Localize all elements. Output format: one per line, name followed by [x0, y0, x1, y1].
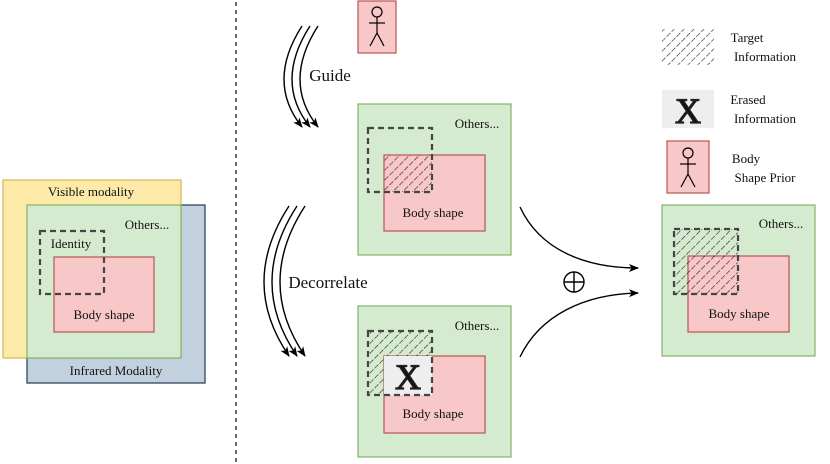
top-target-overlap — [384, 155, 432, 192]
guided-feature-panel: Others... Body shape — [357, 103, 512, 256]
guide-arrows — [283, 25, 319, 128]
oplus-icon — [563, 271, 585, 293]
identity-label: Identity — [51, 236, 92, 251]
result-target-hatch — [674, 229, 738, 294]
modality-panel: Visible modality Infrared Modality Other… — [2, 179, 206, 384]
decorrelate-label: Decorrelate — [288, 273, 367, 292]
result-others-label: Others... — [759, 216, 803, 231]
erased-x-icon: X — [395, 357, 421, 397]
top-others-label: Others... — [455, 116, 499, 131]
bottom-body-shape-label: Body shape — [402, 406, 463, 421]
legend: Target Information X Erased Information … — [662, 29, 797, 194]
legend-body-shape-prior-icon — [666, 140, 710, 194]
legend-prior-line2: Shape Prior — [734, 170, 796, 185]
result-identity-box — [672, 227, 740, 296]
visible-modality-label: Visible modality — [48, 184, 135, 199]
guide-label: Guide — [309, 66, 351, 85]
legend-erased-x-icon: X — [675, 91, 701, 131]
bottom-others-label: Others... — [455, 318, 499, 333]
infrared-modality-label: Infrared Modality — [70, 363, 163, 378]
decorrelate-arrows — [263, 205, 306, 357]
legend-erased-line1: Erased — [730, 92, 766, 107]
top-identity-box — [366, 126, 434, 194]
erased-information-swatch — [662, 90, 714, 128]
decorrelated-feature-panel: X Others... Body shape — [357, 305, 512, 458]
body-shape-prior-icon — [357, 0, 397, 54]
left-others-label: Others... — [125, 217, 169, 232]
legend-target-line2: Information — [734, 49, 797, 64]
bottom-identity-box — [366, 329, 434, 397]
legend-prior-line1: Body — [732, 151, 761, 166]
top-body-shape-label: Body shape — [402, 205, 463, 220]
legend-erased-line2: Information — [734, 111, 797, 126]
left-body-shape-label: Body shape — [73, 307, 134, 322]
legend-target-line1: Target — [731, 30, 764, 45]
erased-information-box — [384, 356, 432, 395]
identity-box — [38, 229, 106, 296]
result-body-shape-label: Body shape — [708, 306, 769, 321]
result-feature-panel: Others... Body shape — [661, 204, 816, 357]
merge-arrows — [519, 206, 639, 358]
target-information-swatch — [662, 29, 714, 65]
